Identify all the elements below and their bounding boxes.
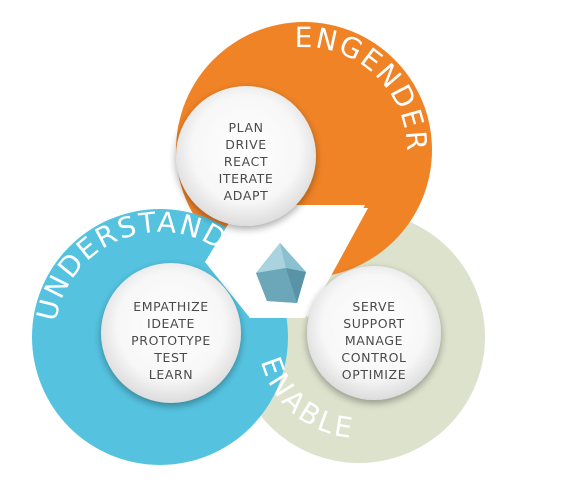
understand-item: TEST	[154, 350, 188, 365]
enable-item: MANAGE	[344, 333, 404, 348]
understand-items: EMPATHIZE IDEATE PROTOTYPE TEST LEARN	[101, 298, 241, 383]
engender-items: PLAN DRIVE REACT ITERATE ADAPT	[176, 119, 316, 204]
enable-item: CONTROL	[341, 350, 407, 365]
enable-item: OPTIMIZE	[341, 367, 407, 382]
enable-item: SUPPORT	[343, 316, 405, 331]
understand-item: PROTOTYPE	[131, 333, 211, 348]
engender-item: ITERATE	[218, 171, 274, 186]
engender-item: DRIVE	[225, 137, 267, 152]
engender-item: ADAPT	[223, 188, 269, 203]
engender-item: REACT	[223, 154, 269, 169]
understand-item: IDEATE	[147, 316, 195, 331]
engender-white-disc	[176, 86, 316, 226]
enable-white-disc	[307, 266, 441, 400]
crystal-icon	[256, 243, 306, 303]
understand-item: LEARN	[148, 367, 194, 382]
center-triangle-shadow	[232, 208, 368, 318]
enable-item: SERVE	[352, 299, 396, 314]
enable-items: SERVE SUPPORT MANAGE CONTROL OPTIMIZE	[304, 298, 444, 383]
understand-item: EMPATHIZE	[133, 299, 209, 314]
understand-white-disc	[101, 263, 241, 403]
engender-item: PLAN	[228, 120, 264, 135]
